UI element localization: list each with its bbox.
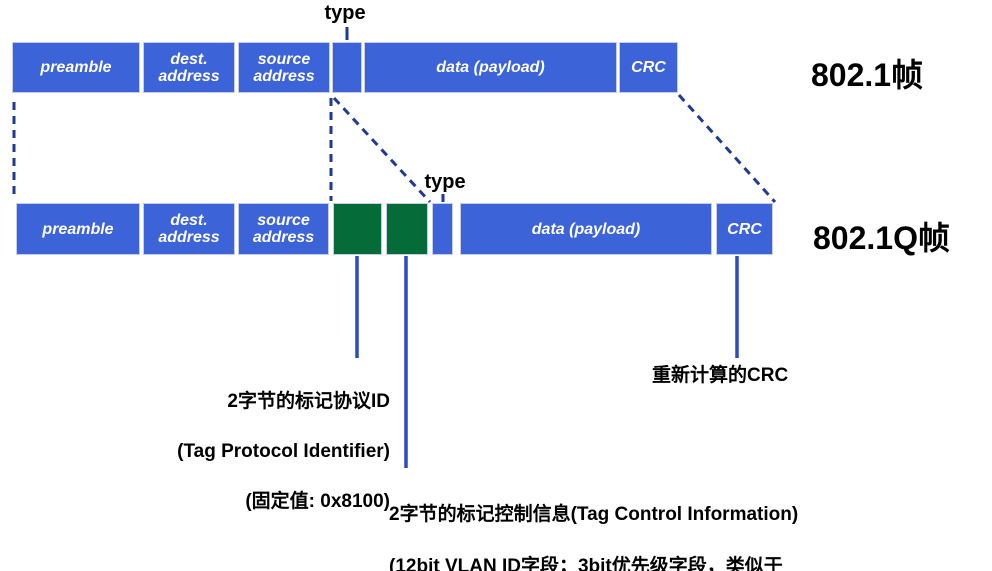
- frame2-field-source-address: source address: [238, 203, 329, 255]
- frame2-field-crc: CRC: [716, 203, 773, 255]
- frame1-field-dest-address: dest. address: [143, 42, 235, 93]
- crc-annotation: 重新计算的CRC: [652, 365, 789, 386]
- frame1-field-crc: CRC: [619, 42, 678, 93]
- frame2-title: 802.1Q帧: [813, 220, 950, 256]
- field-label: preamble: [40, 59, 112, 76]
- field-label: source address: [253, 50, 315, 85]
- tpid-annotation-line3: (固定值: 0x8100): [245, 491, 390, 512]
- frame2-field-data-payload: data (payload): [460, 203, 712, 255]
- frame1-field-type: [332, 42, 362, 93]
- tpid-annotation-line2: (Tag Protocol Identifier): [177, 441, 390, 462]
- frame1-field-data-payload: data (payload): [364, 42, 617, 93]
- field-label: dest. address: [158, 212, 220, 246]
- field-label: preamble: [42, 220, 114, 238]
- frame1-title: 802.1帧: [811, 57, 924, 93]
- tpid-annotation-line1: 2字节的标记协议ID: [227, 391, 390, 412]
- frame2-field-type: [432, 203, 453, 255]
- tci-annotation: 2字节的标记控制信息(Tag Control Information) (12b…: [389, 476, 979, 571]
- field-label: data (payload): [436, 59, 545, 76]
- frame2-field-tci-tag: [386, 203, 428, 255]
- dashed-connector-crc-diagonal: [677, 93, 777, 204]
- field-label: CRC: [727, 220, 762, 238]
- tpid-annotation: 2字节的标记协议ID (Tag Protocol Identifier) (固定…: [90, 364, 390, 539]
- field-label: dest. address: [158, 50, 220, 85]
- frame1-field-source-address: source address: [238, 42, 330, 93]
- field-label: data (payload): [531, 220, 641, 238]
- frame2-type-label: type: [424, 171, 466, 193]
- frame1-type-label: type: [324, 2, 366, 24]
- field-label: source address: [252, 212, 315, 246]
- frame2-field-preamble: preamble: [16, 203, 140, 255]
- tci-annotation-line2: (12bit VLAN ID字段；3bit优先级字段，类似于: [389, 556, 783, 571]
- frame2-field-dest-address: dest. address: [143, 203, 235, 255]
- frame1-field-preamble: preamble: [12, 42, 140, 93]
- tci-annotation-line1: 2字节的标记控制信息(Tag Control Information): [389, 504, 799, 525]
- frame2-field-tpid-tag: [333, 203, 382, 255]
- field-label: CRC: [631, 59, 666, 76]
